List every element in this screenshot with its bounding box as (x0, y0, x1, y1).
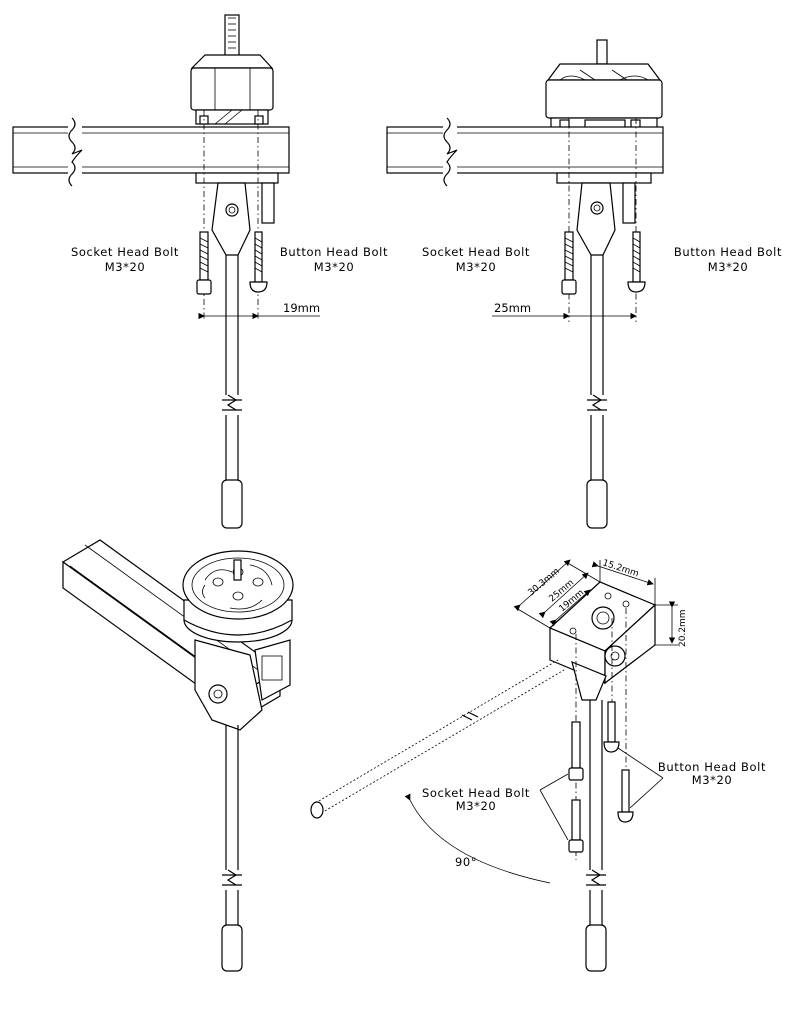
socket-head-bolt-label: Socket Head Bolt (422, 245, 530, 259)
socket-head-bolt-label: Socket Head Bolt (422, 786, 530, 800)
button-head-bolt (603, 701, 620, 753)
socket-head-bolt (568, 721, 584, 781)
brushless-motor (190, 54, 274, 125)
motor-shaft (596, 39, 608, 65)
button-head-bolt-size: M3*20 (692, 773, 733, 787)
landing-leg (221, 255, 243, 529)
button-head-bolt (617, 769, 634, 823)
folding-mount (556, 172, 652, 256)
angle-label: 90° (455, 855, 477, 869)
dim-15-2: 15.2mm (601, 558, 640, 579)
brushless-motor (182, 550, 294, 643)
dim-20-2: 20.2mm (678, 609, 688, 647)
spacing-label: 25mm (494, 301, 531, 315)
socket-head-bolt-size: M3*20 (105, 260, 146, 274)
folding-mount (194, 639, 291, 731)
button-head-bolt-size: M3*20 (314, 260, 355, 274)
brushless-motor (545, 63, 663, 131)
landing-leg (221, 725, 243, 972)
landing-leg (585, 700, 607, 972)
spacing-dimension: 19mm (198, 301, 320, 320)
arm-tube (386, 117, 664, 187)
button-head-bolt-label: Button Head Bolt (674, 245, 782, 259)
landing-leg (586, 255, 608, 529)
socket-head-bolt (196, 231, 212, 295)
bottom-left-view (61, 539, 294, 972)
top-right-view: 25mm Socket Head Bolt M3*20 Button Head … (386, 39, 782, 529)
mount-block (548, 581, 657, 701)
socket-head-bolt (568, 799, 584, 853)
socket-head-bolt-label: Socket Head Bolt (71, 245, 179, 259)
top-left-view: 19mm Socket Head Bolt M3*20 Button Head … (12, 14, 388, 529)
socket-head-bolt-size: M3*20 (456, 260, 497, 274)
button-head-bolt-size: M3*20 (708, 260, 749, 274)
socket-head-bolt-size: M3*20 (456, 799, 497, 813)
bottom-right-view: 30.3mm 25mm 19mm 15.2mm 20.2mm (310, 558, 766, 972)
button-head-bolt-label: Button Head Bolt (658, 760, 766, 774)
arm-tube (12, 117, 290, 187)
button-head-bolt (249, 231, 268, 293)
spacing-dimension: 25mm (492, 301, 637, 320)
socket-head-bolt (561, 231, 577, 295)
folded-leg (310, 659, 565, 819)
button-head-bolt-label: Button Head Bolt (280, 245, 388, 259)
spacing-label: 19mm (283, 301, 320, 315)
button-head-bolt (627, 231, 646, 293)
